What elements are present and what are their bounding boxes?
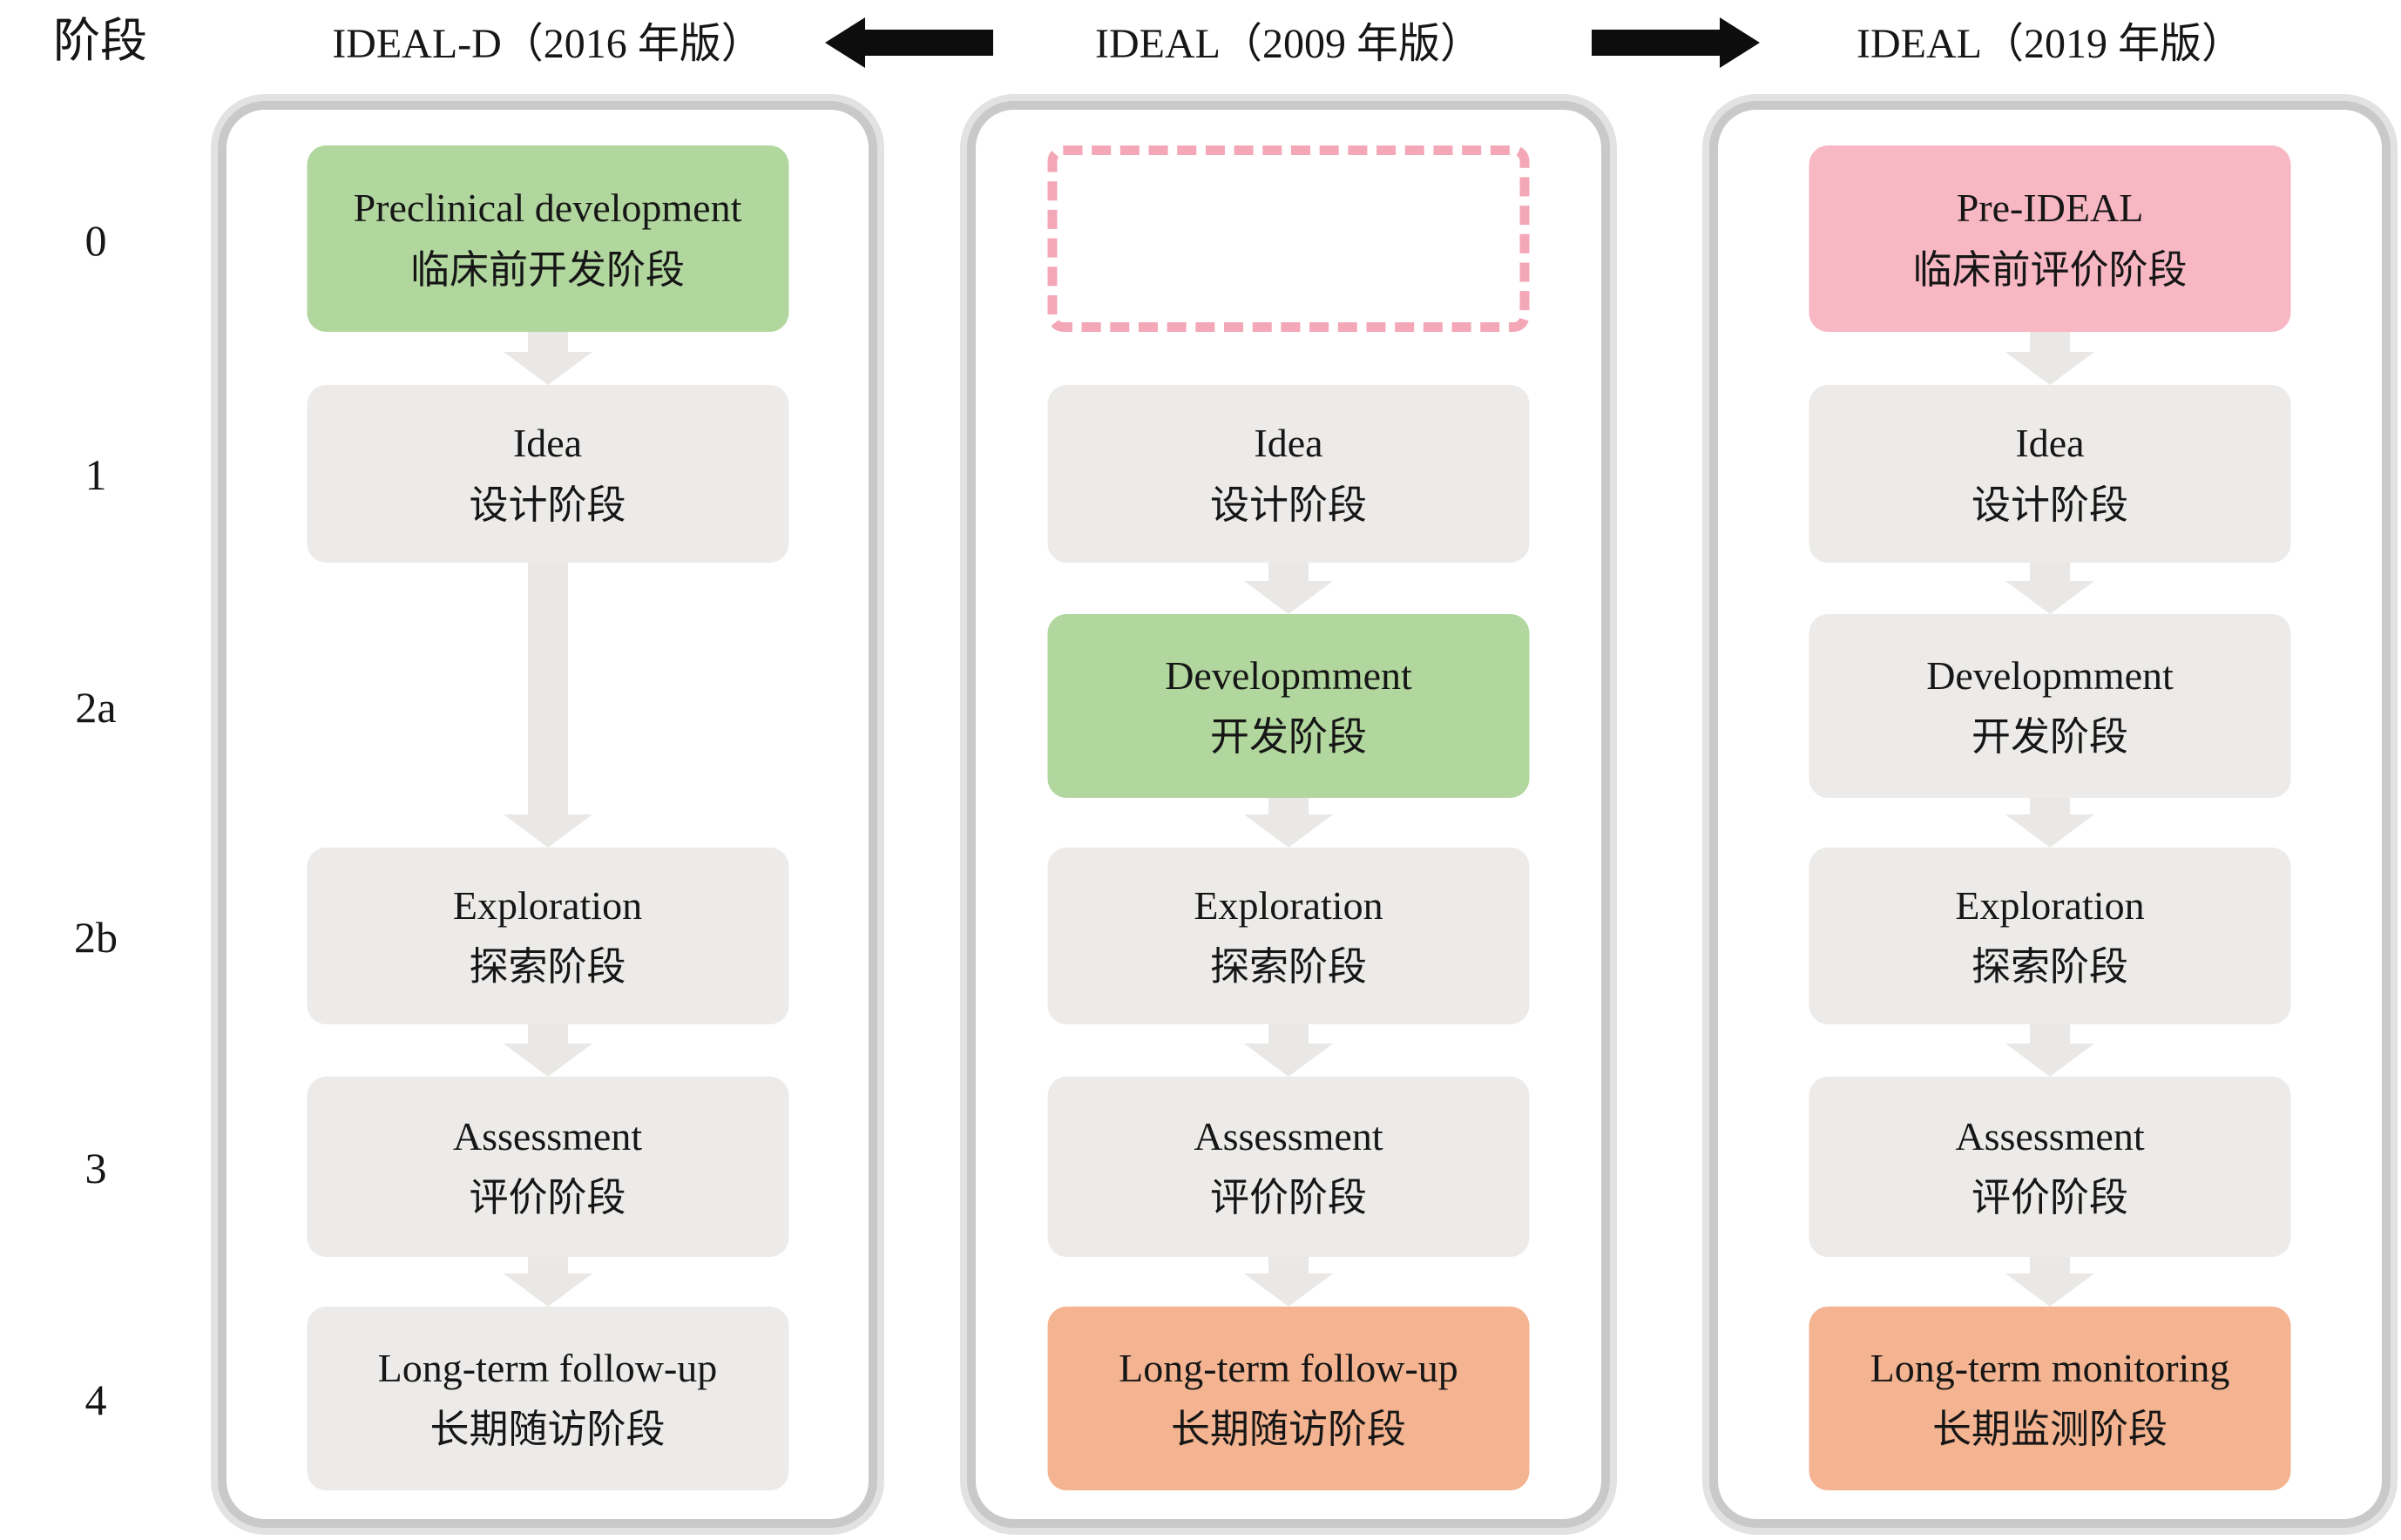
stage-text-en: Exploration <box>1194 882 1383 928</box>
stage-text-en: Pre-IDEAL <box>1956 186 2144 231</box>
stage-text-zh: 评价阶段 <box>1209 1176 1367 1220</box>
stage-text-en: Long-term follow-up <box>1119 1345 1458 1390</box>
stage-text-en: Assessment <box>452 1113 643 1158</box>
ideal-2009-stage1-box: Idea 设计阶段 <box>1047 385 1530 563</box>
stage-text-en: Idea <box>512 421 583 466</box>
down-arrow <box>1244 798 1333 848</box>
column-title-ideal-2019: IDEAL（2019 年版） <box>1857 21 2243 67</box>
ideal-2019-stage4-box: Long-term monitoring 长期监测阶段 <box>1809 1307 2291 1490</box>
down-arrow <box>1244 563 1333 614</box>
stage-text-en: Assessment <box>1955 1113 2145 1158</box>
stage-text-zh: 探索阶段 <box>1209 945 1367 990</box>
stage-text-zh: 长期随访阶段 <box>1170 1408 1406 1452</box>
ideal-d-2016-stage1-box: Idea 设计阶段 <box>307 385 788 563</box>
panel-ideal-2009: Idea 设计阶段 Developmment 开发阶段 Exploration … <box>967 101 1610 1528</box>
down-arrow <box>2005 798 2094 848</box>
arrow-bar <box>1592 30 1720 56</box>
stage-text-en: Exploration <box>452 882 643 928</box>
down-arrow <box>1244 1257 1333 1307</box>
ideal-2019-stage2b-box: Exploration 探索阶段 <box>1809 848 2291 1024</box>
ideal-2009-stage0-empty-dashed-box <box>1047 145 1530 332</box>
stage-text-zh: 设计阶段 <box>1209 483 1367 527</box>
stage-text-zh: 探索阶段 <box>469 945 626 990</box>
ideal-d-2016-stage0-box: Preclinical development 临床前开发阶段 <box>307 145 788 332</box>
ideal-2019-stage1-box: Idea 设计阶段 <box>1809 385 2291 563</box>
down-arrow-long <box>503 563 592 848</box>
column-title-ideal-2009: IDEAL（2009 年版） <box>1095 21 1482 67</box>
stage-text-zh: 设计阶段 <box>1971 483 2128 527</box>
stage-text-en: Long-term follow-up <box>377 1345 718 1390</box>
panel-ideal-2019: Pre-IDEAL 临床前评价阶段 Idea 设计阶段 Developmment… <box>1709 101 2391 1528</box>
down-arrow <box>2005 563 2094 614</box>
arrow-2009-to-2016 <box>825 17 993 68</box>
stage-column-header: 阶段 <box>53 15 147 67</box>
down-arrow <box>1244 1024 1333 1077</box>
ideal-2009-stage2b-box: Exploration 探索阶段 <box>1047 848 1530 1024</box>
ideal-2009-stage3-box: Assessment 评价阶段 <box>1047 1077 1530 1257</box>
stage-text-en: Developmment <box>1926 652 2174 698</box>
stage-text-zh: 开发阶段 <box>1209 715 1367 760</box>
arrow-2009-to-2019 <box>1592 17 1760 68</box>
stage-text-zh: 探索阶段 <box>1971 945 2128 990</box>
stage-text-zh: 开发阶段 <box>1971 715 2128 760</box>
stage-text-en: Preclinical development <box>353 186 742 231</box>
ideal-2019-stage0-box: Pre-IDEAL 临床前评价阶段 <box>1809 145 2291 332</box>
stage-text-zh: 评价阶段 <box>1971 1176 2128 1220</box>
down-arrow <box>2005 1257 2094 1307</box>
stage-text-zh: 评价阶段 <box>469 1176 626 1220</box>
ideal-2009-stage4-box: Long-term follow-up 长期随访阶段 <box>1047 1307 1530 1490</box>
stage-label-2a: 2a <box>75 683 117 732</box>
down-arrow <box>2005 1024 2094 1077</box>
down-arrow <box>503 1257 592 1307</box>
stage-label-3: 3 <box>85 1144 107 1192</box>
ideal-2009-stage2a-box: Developmment 开发阶段 <box>1047 614 1530 798</box>
left-arrowhead-icon <box>825 17 865 68</box>
stage-text-zh: 设计阶段 <box>469 483 626 527</box>
ideal-2019-stage2a-box: Developmment 开发阶段 <box>1809 614 2291 798</box>
stage-text-en: Long-term monitoring <box>1870 1345 2230 1390</box>
stage-text-en: Idea <box>2015 421 2085 466</box>
stage-label-0: 0 <box>85 216 107 265</box>
ideal-d-2016-stage2b-box: Exploration 探索阶段 <box>307 848 788 1024</box>
column-title-ideal-d-2016: IDEAL-D（2016 年版） <box>332 21 763 67</box>
stage-text-zh: 临床前开发阶段 <box>409 247 685 292</box>
stage-text-en: Exploration <box>1955 882 2145 928</box>
panel-ideal-d-2016: Preclinical development 临床前开发阶段 Idea 设计阶… <box>218 101 877 1528</box>
stage-text-en: Idea <box>1254 421 1323 466</box>
stage-text-en: Assessment <box>1194 1113 1383 1158</box>
stage-label-4: 4 <box>85 1375 107 1424</box>
ideal-2019-stage3-box: Assessment 评价阶段 <box>1809 1077 2291 1257</box>
stage-text-zh: 长期随访阶段 <box>429 1408 666 1452</box>
arrow-bar <box>865 30 993 56</box>
down-arrow <box>503 1024 592 1077</box>
down-arrow <box>503 332 592 385</box>
stage-label-2b: 2b <box>74 913 118 962</box>
ideal-d-2016-stage3-box: Assessment 评价阶段 <box>307 1077 788 1257</box>
stage-text-en: Developmment <box>1165 652 1412 698</box>
ideal-d-2016-stage4-box: Long-term follow-up 长期随访阶段 <box>307 1307 788 1490</box>
stage-text-zh: 长期监测阶段 <box>1931 1408 2168 1452</box>
stage-text-zh: 临床前评价阶段 <box>1912 247 2188 292</box>
right-arrowhead-icon <box>1720 17 1760 68</box>
stage-label-1: 1 <box>85 450 107 499</box>
down-arrow <box>2005 332 2094 385</box>
